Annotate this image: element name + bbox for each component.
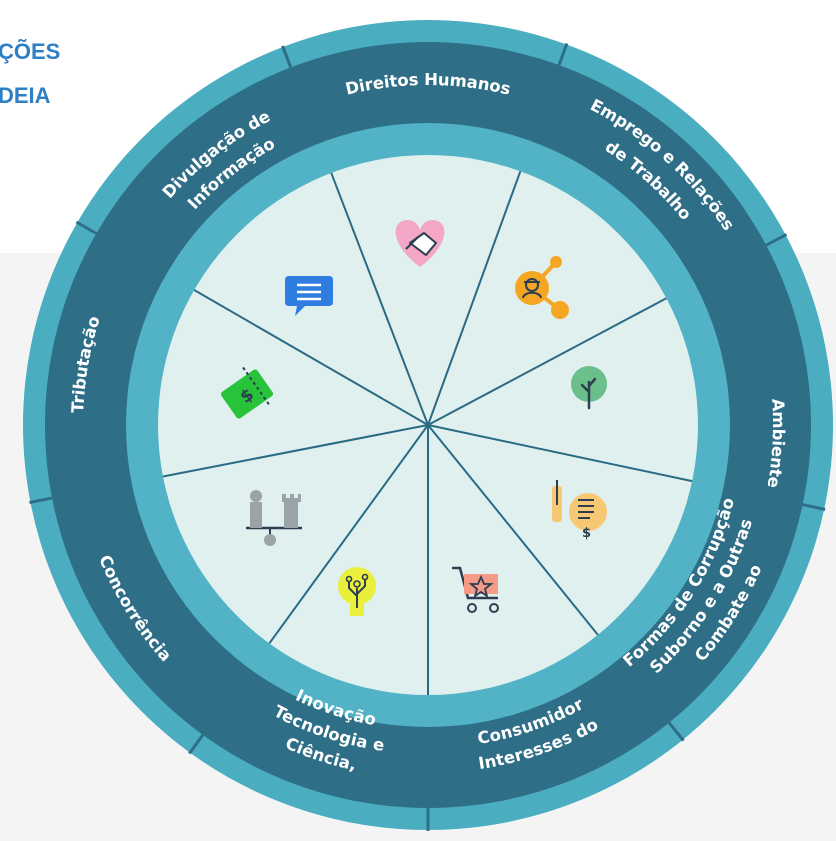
wheel-spoke — [427, 424, 693, 483]
wheel-spoke — [427, 170, 522, 426]
handshake-heart-icon — [395, 220, 445, 267]
wheel-spoke — [193, 289, 429, 426]
chat-bubble-icon — [285, 276, 333, 316]
lightbulb-circuit-icon — [338, 567, 376, 616]
wheel-spoke — [330, 172, 429, 426]
tree-icon — [571, 366, 607, 410]
wheel-spoke — [268, 424, 429, 645]
money-ticket-icon: $ — [220, 366, 274, 419]
heading-line-1: ÇÕES — [0, 39, 61, 64]
segment-divider — [281, 45, 293, 68]
wheel-spoke — [162, 424, 429, 478]
bribe-hands-icon: $ — [552, 480, 607, 541]
segment-divider — [557, 42, 569, 66]
heading-line-2: DEIA — [0, 83, 51, 108]
segment-divider — [765, 233, 788, 247]
shopping-cart-star-icon — [452, 566, 499, 613]
segment-divider — [29, 496, 53, 504]
wheel-spoke — [427, 297, 667, 426]
segment-divider — [188, 733, 205, 755]
segment-divider — [75, 220, 98, 235]
chess-pieces-icon — [246, 490, 302, 546]
segment-divider — [802, 503, 826, 511]
worker-network-icon — [515, 256, 569, 319]
wheel-spoke — [427, 424, 599, 636]
segment-divider — [667, 721, 685, 742]
svg-text:$: $ — [582, 526, 591, 541]
